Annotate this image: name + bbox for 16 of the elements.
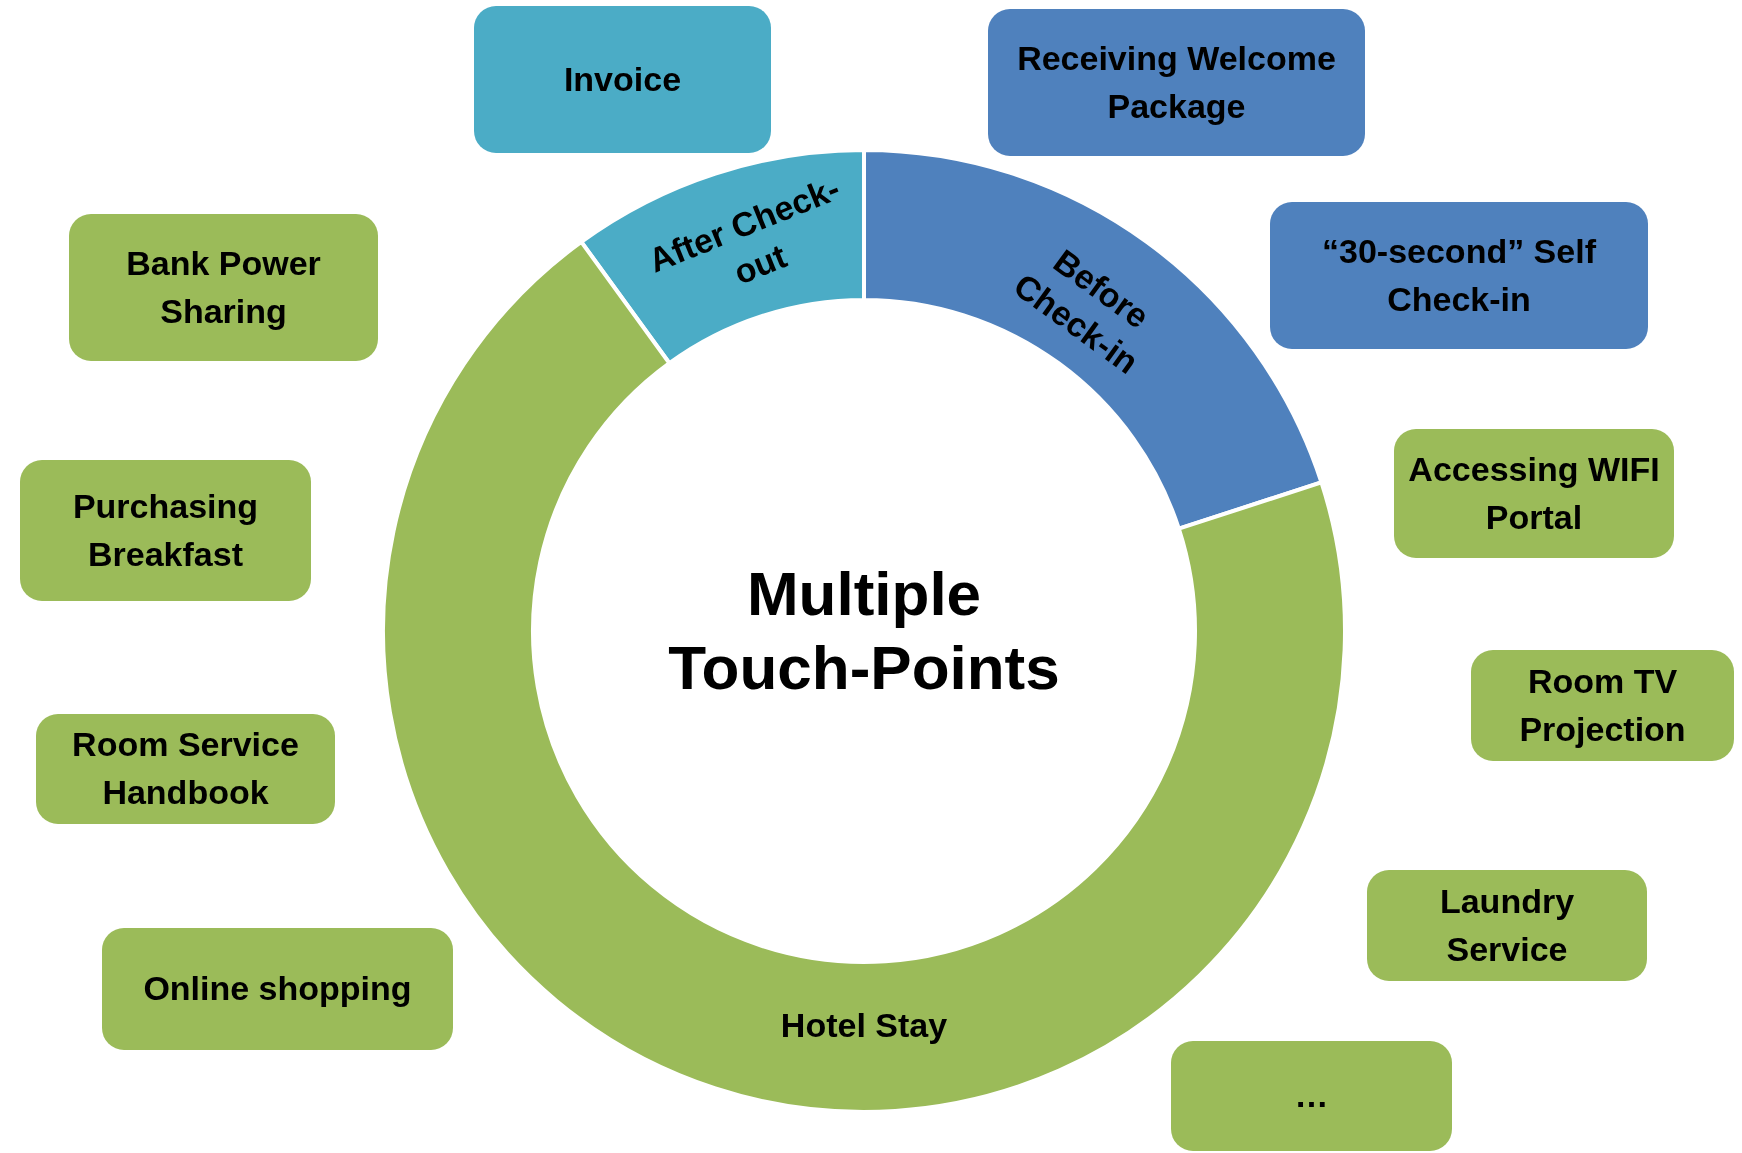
touch-point-box: Receiving Welcome Package: [988, 9, 1365, 156]
segment-label: After Check-out: [642, 167, 846, 293]
touch-point-box: Room TV Projection: [1471, 650, 1734, 761]
touch-point-box: Bank Power Sharing: [69, 214, 378, 361]
touch-point-box: Laundry Service: [1367, 870, 1647, 981]
touch-point-box: Accessing WIFI Portal: [1394, 429, 1674, 558]
ring-segment: [864, 150, 1322, 529]
ring-segment: [581, 150, 864, 364]
touch-point-box: Room Service Handbook: [36, 714, 335, 824]
segment-label: Hotel Stay: [780, 1004, 948, 1046]
touch-point-box: “30-second” Self Check-in: [1270, 202, 1648, 349]
center-title: Multiple Touch-Points: [667, 557, 1061, 704]
touch-point-box: Online shopping: [102, 928, 453, 1050]
touch-point-box: Purchasing Breakfast: [20, 460, 311, 601]
touch-point-box: Invoice: [474, 6, 771, 153]
touch-point-box: …: [1171, 1041, 1452, 1151]
